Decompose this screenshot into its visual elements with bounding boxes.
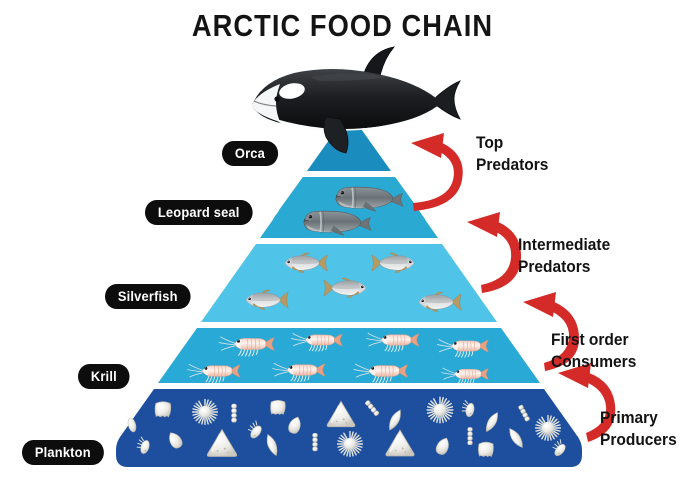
arrow-to-primary-producers bbox=[558, 363, 616, 442]
level-badge-leopard-seal[interactable]: Leopard seal bbox=[145, 200, 253, 226]
pyramid-level-plankton[interactable] bbox=[116, 389, 582, 467]
level-badge-silverfish[interactable]: Silverfish bbox=[105, 284, 191, 310]
pyramid-level-orca[interactable] bbox=[307, 112, 391, 171]
level-badge-plankton[interactable]: Plankton bbox=[22, 440, 104, 466]
role-label-top-predators: Top Predators bbox=[476, 134, 549, 174]
arrow-to-intermediate-predators bbox=[467, 212, 522, 293]
page-title: ARCTIC FOOD CHAIN bbox=[191, 8, 494, 43]
level-badge-krill[interactable]: Krill bbox=[78, 364, 130, 390]
orca-icon bbox=[252, 46, 461, 154]
level-badge-orca[interactable]: Orca bbox=[222, 141, 278, 167]
arrow-to-first-order-consumers bbox=[523, 292, 580, 371]
role-label-primary-producers: Primary Producers bbox=[600, 409, 677, 449]
energy-flow-arrows bbox=[411, 133, 616, 442]
role-label-intermediate-predators: Intermediate Predators bbox=[518, 236, 611, 276]
arrow-to-top-predators bbox=[411, 133, 463, 211]
role-label-first-order-consumers: First order Consumers bbox=[551, 331, 637, 371]
